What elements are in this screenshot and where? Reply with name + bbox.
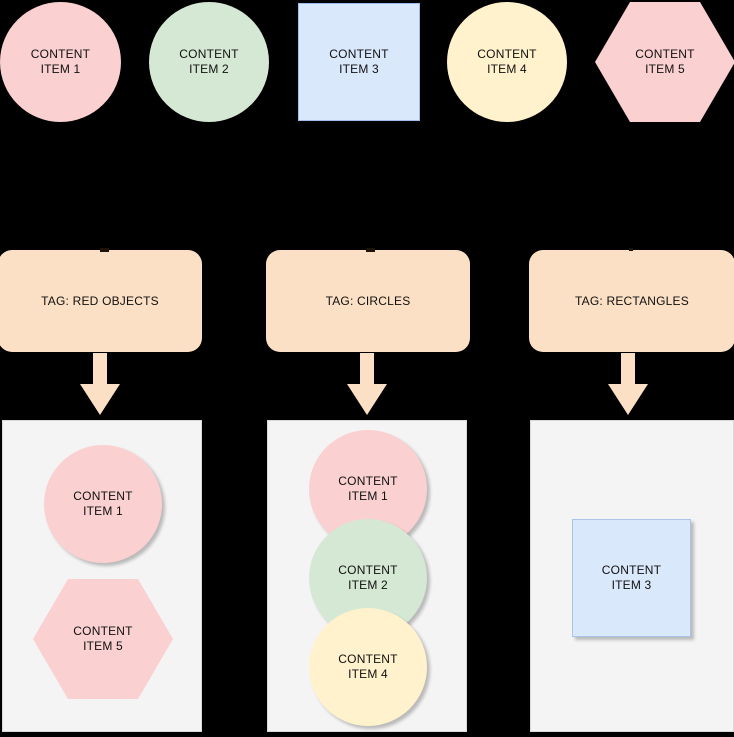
result-panel-red-objects[interactable]: CONTENT ITEM 1 CONTENT ITEM 5: [2, 420, 202, 732]
tag-label: TAG: RECTANGLES: [575, 294, 689, 308]
result-shape-content-item-3[interactable]: CONTENT ITEM 3: [572, 519, 691, 637]
arrow-down-rectangles: [608, 353, 648, 415]
arrow-down-circles: [347, 353, 387, 415]
result-shape-label: CONTENT ITEM 1: [338, 474, 398, 503]
tag-connector-nub: [629, 248, 633, 251]
source-shape-label: CONTENT ITEM 4: [477, 47, 537, 76]
result-panel-rectangles[interactable]: CONTENT ITEM 3: [530, 420, 734, 732]
source-shape-content-item-1[interactable]: CONTENT ITEM 1: [0, 2, 121, 122]
result-shape-label: CONTENT ITEM 5: [73, 624, 133, 653]
arrow-head: [80, 384, 120, 415]
tag-connector-nub: [100, 248, 109, 252]
arrow-down-red-objects: [80, 353, 120, 415]
result-shape-label: CONTENT ITEM 4: [338, 652, 398, 681]
result-shape-label: CONTENT ITEM 3: [601, 563, 662, 592]
tag-box-rectangles[interactable]: TAG: RECTANGLES: [529, 248, 734, 352]
arrow-shaft: [360, 353, 374, 386]
source-shape-content-item-2[interactable]: CONTENT ITEM 2: [149, 2, 269, 122]
tag-label: TAG: CIRCLES: [325, 294, 411, 308]
tag-label: TAG: RED OBJECTS: [41, 294, 159, 308]
result-panel-circles[interactable]: CONTENT ITEM 1 CONTENT ITEM 2 CONTENT IT…: [267, 420, 467, 732]
source-shape-label: CONTENT ITEM 5: [635, 47, 695, 76]
source-shape-content-item-3[interactable]: CONTENT ITEM 3: [298, 3, 420, 121]
arrow-head: [347, 384, 387, 415]
result-shape-label: CONTENT ITEM 2: [338, 563, 398, 592]
result-shape-content-item-1[interactable]: CONTENT ITEM 1: [44, 445, 162, 563]
arrow-shaft: [621, 353, 635, 386]
tag-box-red-objects[interactable]: TAG: RED OBJECTS: [0, 248, 202, 352]
arrow-head: [608, 384, 648, 415]
result-shape-label: CONTENT ITEM 1: [73, 489, 133, 518]
arrow-shaft: [93, 353, 107, 386]
source-shape-content-item-4[interactable]: CONTENT ITEM 4: [447, 2, 567, 122]
source-shape-label: CONTENT ITEM 3: [329, 47, 389, 76]
result-shape-content-item-5[interactable]: CONTENT ITEM 5: [33, 579, 173, 699]
tag-box-circles[interactable]: TAG: CIRCLES: [266, 248, 470, 352]
source-shape-content-item-5[interactable]: CONTENT ITEM 5: [595, 2, 734, 122]
result-shape-content-item-4[interactable]: CONTENT ITEM 4: [309, 608, 427, 726]
tag-connector-nub: [366, 248, 375, 252]
source-shape-label: CONTENT ITEM 1: [30, 47, 91, 76]
source-shape-label: CONTENT ITEM 2: [179, 47, 239, 76]
